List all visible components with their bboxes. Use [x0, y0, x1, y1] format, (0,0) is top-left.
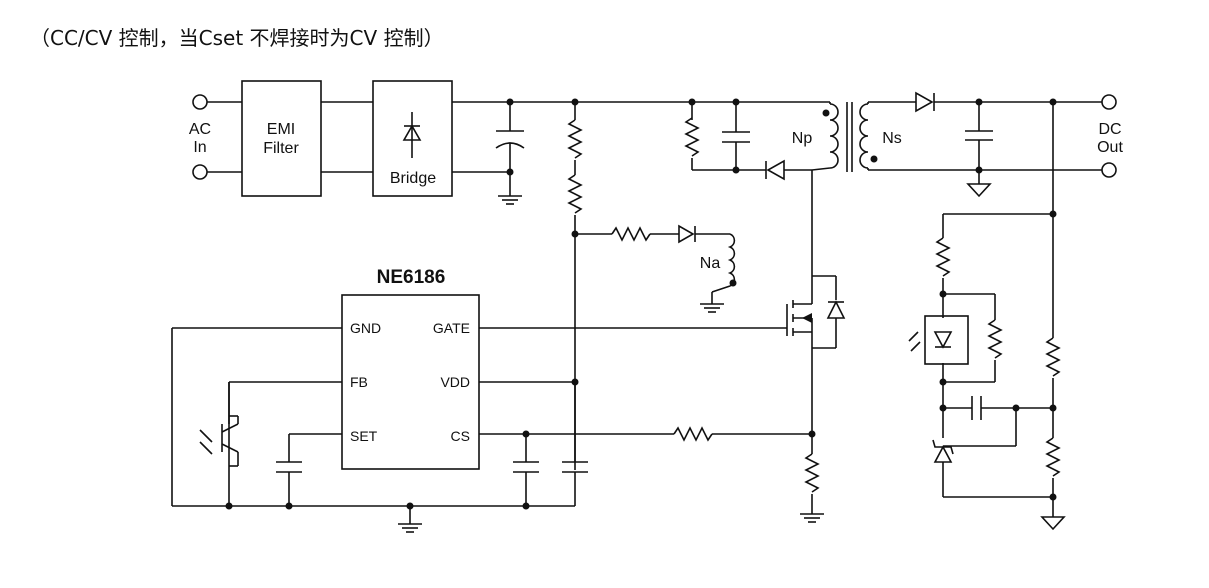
transformer-primary [811, 102, 839, 290]
transformer-core [846, 102, 853, 172]
dc-out-label-2: Out [1097, 139, 1123, 156]
bulk-capacitor [495, 102, 525, 205]
pin-set: SET [350, 428, 378, 444]
output-capacitor [965, 102, 993, 198]
transformer-secondary [859, 102, 869, 170]
pin-gate: GATE [433, 320, 470, 336]
dc-output-terminals [1101, 94, 1117, 178]
ac-in-label-2: In [193, 139, 206, 156]
emi-filter-block [241, 80, 322, 197]
power-mosfet [786, 275, 846, 434]
hv-rail [452, 101, 830, 173]
pin-vdd: VDD [440, 374, 470, 390]
pin-cs: CS [451, 428, 470, 444]
ac-in-label-1: AC [189, 121, 211, 138]
rcd-snubber [685, 102, 812, 181]
pin-gnd: GND [350, 320, 381, 336]
bridge-label: Bridge [390, 170, 436, 187]
shunt-regulator-icon [932, 439, 954, 463]
auxiliary-winding [575, 224, 736, 313]
emi-label-2: Filter [263, 140, 299, 157]
optocoupler-transistor-icon [199, 382, 239, 467]
sense-resistor [800, 434, 824, 523]
na-label: Na [700, 255, 721, 272]
ic-wiring [171, 327, 812, 533]
emi-label-1: EMI [267, 121, 295, 138]
pin-fb: FB [350, 374, 368, 390]
np-label: Np [792, 130, 813, 147]
chip-label: NE6186 [377, 267, 446, 288]
feedback-network [936, 102, 1066, 531]
caption: （CC/CV 控制，当Cset 不焊接时为CV 控制） [30, 26, 444, 50]
dc-out-label-1: DC [1098, 121, 1121, 138]
ac-input-terminals [192, 94, 242, 180]
optocoupler-led-icon [908, 315, 969, 365]
bridge-rectifier-block [372, 80, 453, 197]
ns-label: Ns [882, 130, 902, 147]
output-rectifier [868, 91, 1102, 171]
bridge-diode-icon [402, 112, 422, 158]
